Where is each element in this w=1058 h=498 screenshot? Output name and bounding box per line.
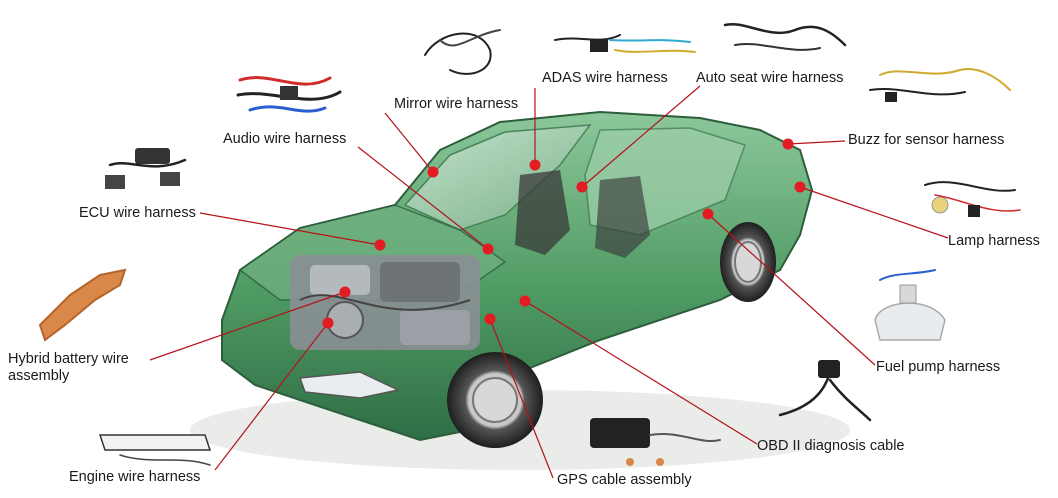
label-hybrid-line2: assembly (8, 368, 70, 384)
leader-obd (524, 300, 758, 445)
harness-thumbnails (38, 22, 1021, 466)
lamp-harness-thumb (924, 181, 1021, 217)
engine-harness-thumb (98, 434, 212, 466)
dot-obd (519, 295, 531, 307)
label-adas-wire-harness: ADAS wire harness (542, 70, 668, 86)
label-buzz-sensor-harness: Buzz for sensor harness (848, 132, 1005, 148)
fuel-pump-thumb (874, 269, 946, 341)
dot-mirror (427, 166, 439, 178)
dot-fuel (702, 208, 714, 220)
leader-hybrid (149, 291, 346, 361)
dot-lamp (794, 181, 806, 193)
obd-cable-thumb (778, 360, 872, 422)
auto-seat-harness-thumb (723, 22, 847, 51)
label-fuel-pump-harness: Fuel pump harness (876, 359, 1001, 375)
dot-ecu (374, 239, 386, 251)
label-mirror-wire-harness: Mirror wire harness (394, 96, 519, 112)
leader-fuel (707, 213, 876, 366)
leader-engine (214, 322, 329, 471)
leader-lamp (799, 186, 949, 239)
label-engine-wire-harness: Engine wire harness (69, 469, 201, 485)
dot-auto-seat (576, 181, 588, 193)
label-hybrid-battery-wire-assembly: Hybrid battery wire assembly (8, 351, 129, 385)
leader-lines (149, 85, 949, 479)
leader-gps (489, 318, 554, 479)
adas-harness-thumb (554, 34, 696, 53)
label-audio-wire-harness: Audio wire harness (223, 131, 347, 147)
buzz-harness-thumb (869, 68, 1011, 102)
car-illustration (190, 110, 850, 470)
label-ecu-wire-harness: ECU wire harness (79, 205, 196, 221)
engine-bay (290, 255, 480, 350)
headlight (298, 371, 401, 399)
leader-auto-seat (581, 85, 701, 188)
dot-audio (482, 243, 494, 255)
label-gps-cable-assembly: GPS cable assembly (557, 472, 692, 488)
dot-adas (529, 159, 541, 171)
audio-harness-thumb (236, 76, 342, 113)
dot-gps (484, 313, 496, 325)
mirror-harness-thumb (424, 29, 501, 75)
label-hybrid-line1: Hybrid battery wire (8, 351, 129, 367)
label-lamp-harness: Lamp harness (948, 233, 1040, 249)
hybrid-battery-thumb (38, 268, 127, 342)
gps-cable-thumb (590, 418, 721, 466)
harness-location-dots (322, 138, 806, 329)
label-obd-ii-diagnosis-cable: OBD II diagnosis cable (757, 438, 905, 454)
windshield (403, 124, 592, 231)
dot-engine (322, 317, 334, 329)
dot-buzz (782, 138, 794, 150)
dot-hybrid (339, 286, 351, 298)
leader-ecu (199, 212, 381, 246)
seat (595, 176, 650, 258)
ecu-harness-thumb (105, 148, 187, 189)
leader-mirror (384, 112, 434, 173)
leader-buzz (787, 140, 846, 145)
label-auto-seat-wire-harness: Auto seat wire harness (696, 70, 844, 86)
seat (515, 170, 570, 255)
leader-audio (357, 146, 489, 250)
